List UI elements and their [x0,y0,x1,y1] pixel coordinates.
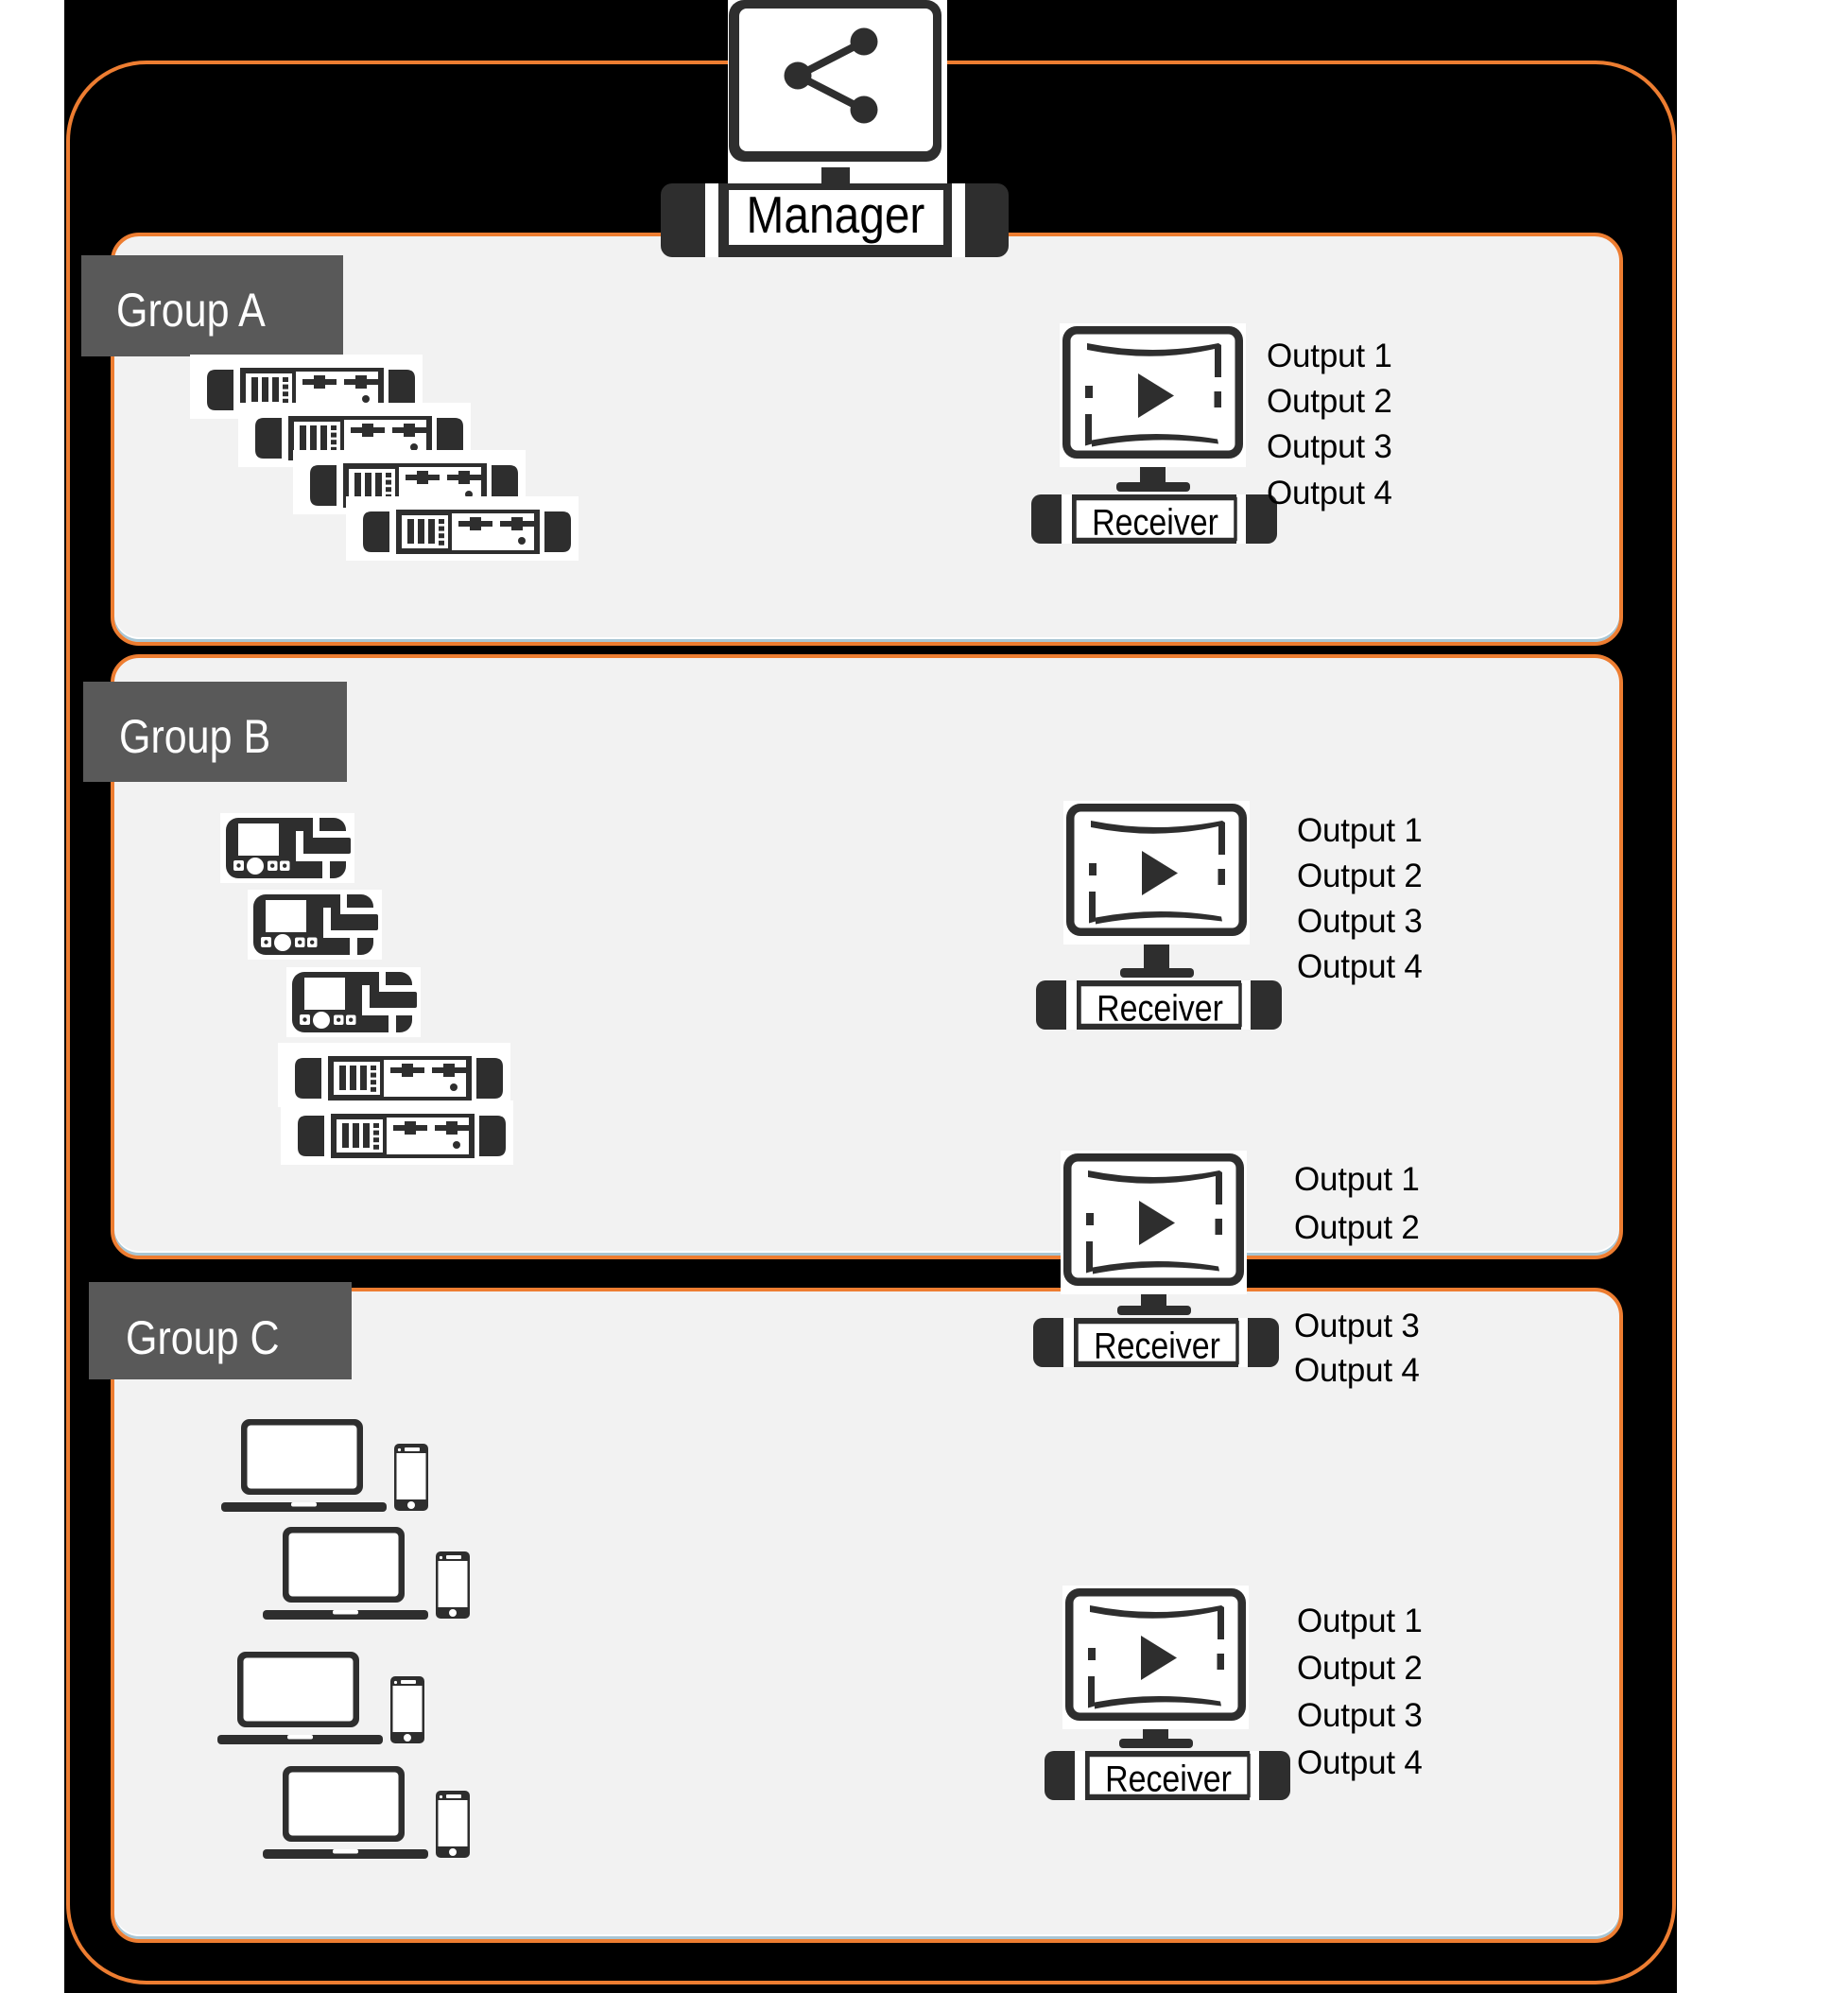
svg-text:Receiver: Receiver [1094,1325,1220,1366]
svg-text:Manager: Manager [747,185,925,244]
svg-text:Receiver: Receiver [1092,501,1218,543]
svg-text:Receiver: Receiver [1105,1758,1232,1799]
svg-text:Receiver: Receiver [1097,987,1223,1029]
